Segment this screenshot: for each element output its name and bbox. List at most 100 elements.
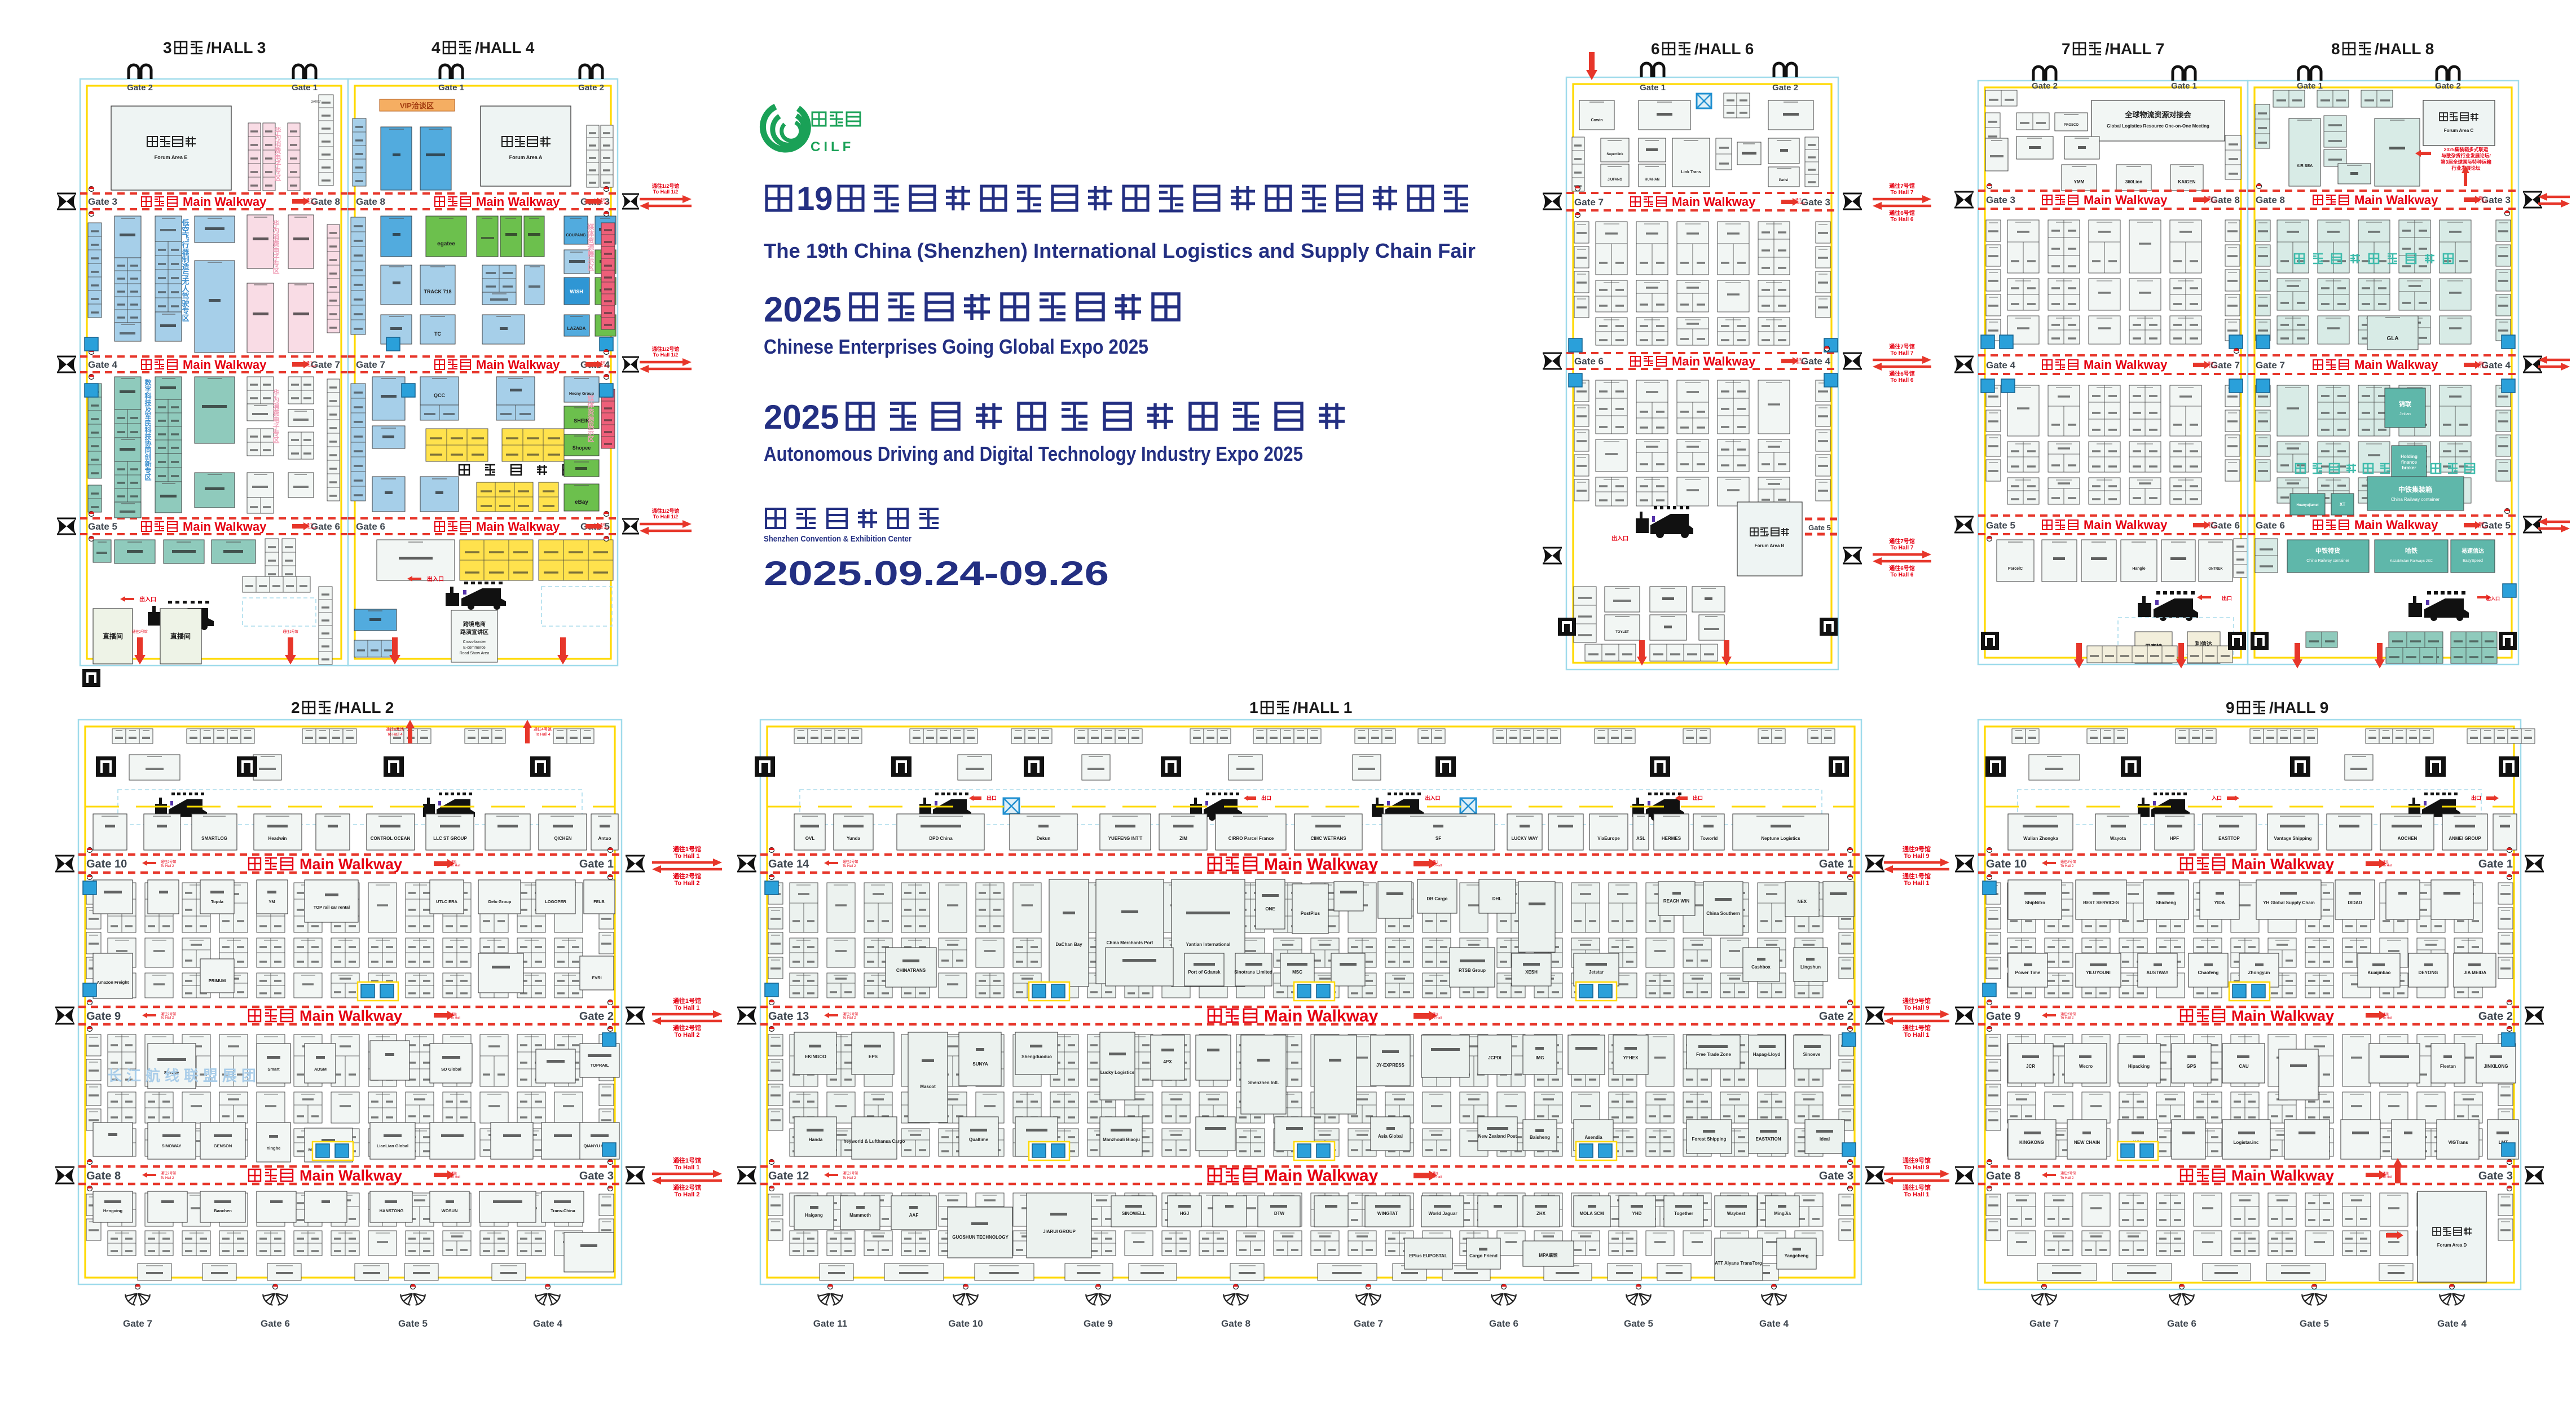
svg-text:Yunda: Yunda — [847, 836, 861, 841]
svg-text:2025: 2025 — [764, 290, 842, 329]
svg-text:Cross-border: Cross-border — [463, 640, 487, 644]
svg-text:Gate 8: Gate 8 — [1221, 1318, 1250, 1329]
svg-text:To Hall 1/2: To Hall 1/2 — [653, 352, 678, 358]
svg-text:GUOSHUN TECHNOLOGY: GUOSHUN TECHNOLOGY — [952, 1235, 1009, 1240]
svg-text:ParcelC: ParcelC — [2008, 567, 2023, 571]
svg-text:CILF: CILF — [811, 139, 854, 155]
svg-text:Gate 6: Gate 6 — [2167, 1318, 2196, 1329]
svg-text:CIRRO Parcel France: CIRRO Parcel France — [1228, 836, 1274, 841]
svg-text:ONE: ONE — [1265, 906, 1275, 912]
svg-text:Gate 10: Gate 10 — [948, 1318, 983, 1329]
svg-text:路演宣讲区: 路演宣讲区 — [460, 628, 488, 636]
svg-text:通往9号馆: 通往9号馆 — [1903, 1156, 1931, 1164]
svg-text:Gate 8: Gate 8 — [2256, 195, 2285, 205]
svg-text:Main Walkway: Main Walkway — [1672, 195, 1756, 209]
svg-text:CAU: CAU — [2239, 1064, 2249, 1069]
svg-text:China Merchants Port: China Merchants Port — [1107, 940, 1153, 945]
svg-text:ShipNitro: ShipNitro — [2025, 900, 2045, 905]
svg-text:Baochen: Baochen — [214, 1208, 232, 1213]
svg-text:Gate 10: Gate 10 — [1986, 858, 2027, 870]
svg-text:Headwin: Headwin — [268, 836, 287, 841]
svg-text:Chinese Enterprises Going Glob: Chinese Enterprises Going Global Expo 20… — [764, 335, 1148, 358]
svg-text:Main Walkway: Main Walkway — [2231, 856, 2334, 873]
svg-text:Sinoeve: Sinoeve — [1803, 1052, 1821, 1057]
svg-text:2025: 2025 — [764, 398, 839, 436]
svg-text:通往: 通往 — [1432, 860, 1439, 864]
svg-text:To Hall: To Hall — [600, 527, 609, 530]
svg-text:/HALL 1: /HALL 1 — [1293, 699, 1352, 716]
svg-text:通往7号馆: 通往7号馆 — [1889, 538, 1915, 545]
svg-text:MSC: MSC — [1292, 970, 1302, 975]
svg-text:通往: 通往 — [2478, 361, 2485, 366]
svg-text:直播间: 直播间 — [103, 632, 123, 640]
svg-text:Main Walkway: Main Walkway — [1264, 1166, 1379, 1185]
svg-text:Sinotrans Limited: Sinotrans Limited — [1234, 970, 1272, 975]
svg-text:To Hall: To Hall — [1795, 202, 1805, 205]
svg-text:Trans-China: Trans-China — [551, 1208, 575, 1213]
svg-text:Gate 6: Gate 6 — [356, 521, 385, 532]
svg-text:Main Walkway: Main Walkway — [1264, 1007, 1379, 1025]
svg-text:EASTATION: EASTATION — [1755, 1137, 1781, 1142]
svg-text:Global Logistics Resource One-: Global Logistics Resource One-on-One Mee… — [2107, 124, 2209, 129]
svg-text:To Hall 4: To Hall 4 — [535, 733, 550, 737]
svg-text:1: 1 — [1249, 699, 1258, 716]
svg-text:Main Walkway: Main Walkway — [2354, 193, 2438, 207]
svg-text:Main Walkway: Main Walkway — [183, 195, 267, 209]
svg-text:Mascot: Mascot — [920, 1084, 936, 1089]
svg-text:通往: 通往 — [2207, 361, 2214, 366]
svg-text:Asendia: Asendia — [1584, 1135, 1602, 1140]
svg-text:DHL: DHL — [1492, 896, 1502, 901]
svg-text:SMARTLOG: SMARTLOG — [201, 836, 227, 841]
svg-text:华为消费电子专区: 华为消费电子专区 — [272, 389, 280, 444]
svg-text:出入口: 出入口 — [1611, 535, 1628, 542]
svg-text:REACH WIN: REACH WIN — [1663, 899, 1689, 904]
svg-text:Gate 5: Gate 5 — [1624, 1318, 1653, 1329]
svg-text:Gate 5: Gate 5 — [88, 521, 117, 532]
svg-text:Gate 2: Gate 2 — [1819, 1010, 1853, 1023]
svg-text:KAIGEN: KAIGEN — [2178, 179, 2195, 184]
svg-text:KINGKONG: KINGKONG — [2019, 1140, 2044, 1145]
svg-text:SUNYA: SUNYA — [972, 1062, 988, 1067]
svg-text:Forest Shipping: Forest Shipping — [1692, 1137, 1727, 1142]
svg-text:Main Walkway: Main Walkway — [2231, 1007, 2334, 1024]
svg-text:Jinlian: Jinlian — [2399, 412, 2411, 416]
svg-text:Main Walkway: Main Walkway — [183, 358, 267, 372]
svg-text:3A007: 3A007 — [311, 100, 321, 104]
svg-text:OVL: OVL — [805, 836, 815, 841]
svg-text:broker: broker — [2402, 465, 2416, 470]
svg-text:Gate 3: Gate 3 — [2481, 195, 2511, 205]
svg-text:Gate 3: Gate 3 — [1819, 1170, 1853, 1182]
svg-text:Main Walkway: Main Walkway — [2084, 518, 2168, 532]
svg-text:通往9号馆: 通往9号馆 — [1903, 997, 1931, 1005]
svg-text:SD Global: SD Global — [441, 1067, 461, 1072]
svg-text:Free Trade Zone: Free Trade Zone — [1696, 1052, 1731, 1057]
svg-text:To Hall: To Hall — [2478, 200, 2487, 204]
svg-text:To Hall 7: To Hall 7 — [1891, 545, 1914, 551]
svg-text:LOGOPER: LOGOPER — [545, 899, 566, 904]
svg-text:IMG: IMG — [1535, 1055, 1544, 1060]
svg-text:Shicheng: Shicheng — [2156, 900, 2176, 905]
svg-text:360Lion: 360Lion — [2125, 179, 2142, 184]
svg-text:Gate 2: Gate 2 — [578, 83, 604, 93]
svg-text:第3届全球国际特种运输: 第3届全球国际特种运输 — [2441, 159, 2491, 165]
svg-text:SHEIN: SHEIN — [574, 418, 589, 424]
svg-text:Fleetan: Fleetan — [2440, 1064, 2456, 1069]
svg-text:/HALL 9: /HALL 9 — [2269, 699, 2328, 716]
svg-text:通往2号馆: 通往2号馆 — [843, 860, 858, 864]
svg-text:Gate 9: Gate 9 — [1986, 1010, 2020, 1023]
svg-text:Baisheng: Baisheng — [1530, 1135, 1550, 1140]
svg-text:RTSB Group: RTSB Group — [1459, 968, 1486, 973]
svg-text:BEST SERVICES: BEST SERVICES — [2083, 900, 2120, 905]
svg-text:出口: 出口 — [1693, 795, 1703, 801]
svg-text:Gate 3: Gate 3 — [579, 1170, 614, 1182]
svg-text:7: 7 — [2062, 40, 2071, 58]
svg-text:Gate 4: Gate 4 — [2481, 360, 2511, 371]
svg-text:Gate 7: Gate 7 — [1574, 197, 1604, 208]
svg-text:Gate 6: Gate 6 — [261, 1318, 290, 1329]
svg-text:出口: 出口 — [987, 795, 997, 801]
svg-text:Gate 4: Gate 4 — [533, 1318, 563, 1329]
svg-text:To Hall 2: To Hall 2 — [843, 865, 856, 868]
svg-text:通往: 通往 — [2383, 860, 2389, 864]
svg-text:出入口: 出入口 — [427, 575, 444, 583]
svg-text:LLC ST GROUP: LLC ST GROUP — [433, 836, 467, 841]
